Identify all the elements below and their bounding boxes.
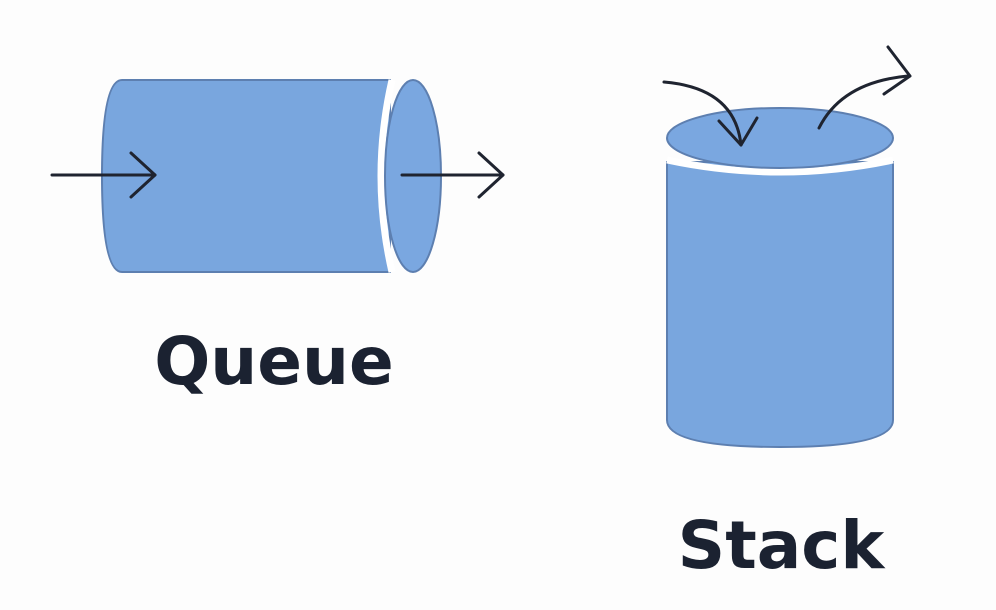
stack-cylinder-gap [666,156,894,176]
stack-label: Stack [678,507,887,584]
queue-out-arrow-icon [400,151,505,199]
stack-push-arrow-icon [662,80,759,147]
stack-cylinder-body [666,161,894,449]
queue-cylinder-gap [377,79,396,273]
stack-cylinder [666,107,894,449]
stack-cylinder-cap [666,107,894,169]
queue-in-arrow-icon [50,151,157,199]
stack-pop-arrow-icon [817,45,912,130]
queue-label: Queue [154,323,394,400]
